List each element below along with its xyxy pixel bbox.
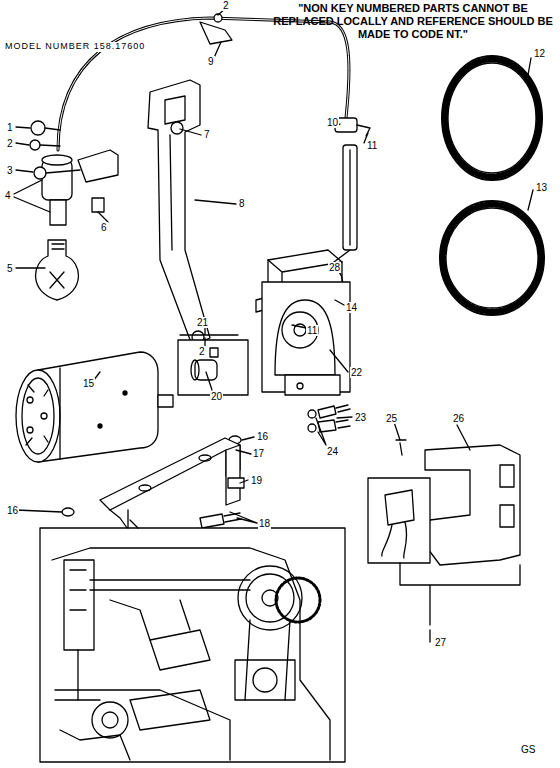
callout-number: 18 [258,518,271,529]
callout-number: 20 [210,391,223,402]
callout-number: 23 [354,412,367,423]
callout-number: 25 [385,413,398,424]
drawing-code: GS [520,744,536,755]
model-number: MODEL NUMBER 158.17600 [4,42,146,52]
callout-number: 21 [196,317,209,328]
callout-number: 26 [452,413,465,424]
callout-number: 12 [533,48,546,59]
callout-number: 24 [326,446,339,457]
callout-number: 11 [306,325,318,336]
callout-number: 28 [328,262,341,273]
callout-number: 7 [203,129,211,140]
callout-number: 14 [345,302,358,313]
callout-number: 27 [434,637,447,648]
parts-note: "NON KEY NUMBERED PARTS CANNOT BE REPLAC… [272,2,554,42]
callout-number: 15 [82,378,95,389]
callout-number: 9 [207,56,215,67]
callout-number: 16 [256,431,269,442]
callout-number: 5 [6,263,14,274]
callout-number: 8 [238,198,246,209]
callout-number: 2 [198,346,206,357]
callout-number: 6 [100,222,108,233]
callout-number: 3 [6,165,14,176]
callout-number: 22 [350,367,363,378]
callout-number: 10 [326,117,339,128]
callout-number: 4 [4,190,12,201]
callout-number: 2 [222,0,230,11]
callout-number: 19 [250,475,263,486]
callout-number: 1 [6,122,14,133]
callout-number: 17 [252,448,265,459]
callout-number: 2 [6,138,14,149]
callout-number: 13 [535,182,548,193]
callout-number: 11 [366,140,378,151]
callout-number: 16 [6,505,19,516]
